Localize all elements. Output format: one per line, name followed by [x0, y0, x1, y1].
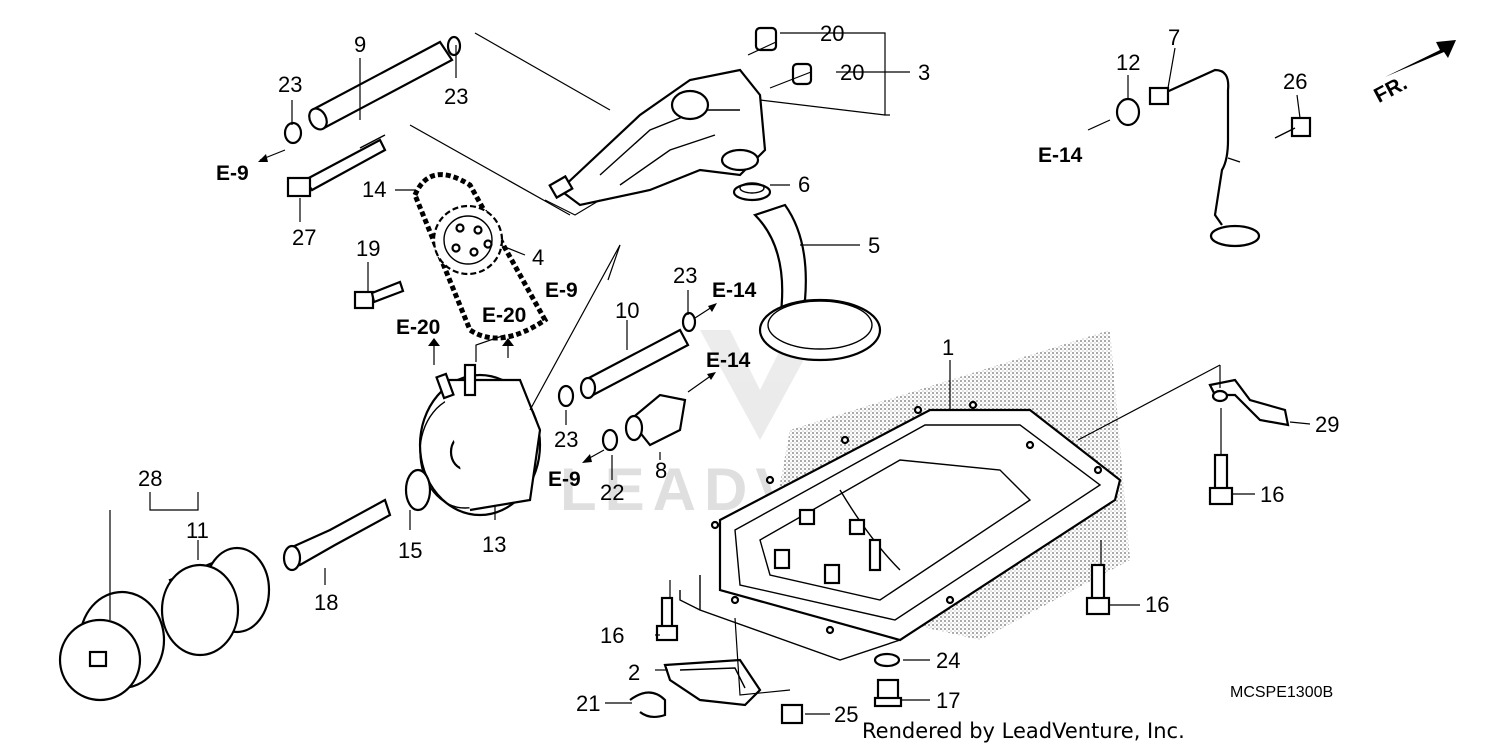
bolt-18	[282, 498, 392, 572]
bolt-16-right	[1208, 453, 1234, 506]
oil-pressure-switch	[601, 393, 687, 452]
oil-pipe-9	[283, 35, 462, 145]
callout-16-right: 16	[1260, 482, 1284, 507]
callout-7: 7	[1168, 25, 1180, 50]
callout-6: 6	[798, 172, 810, 197]
reference-labels: E-9 E-9 E-9 E-14 E-14 E-14 E-20 E-20	[216, 144, 1083, 491]
render-credit: Rendered by LeadVenture, Inc.	[862, 719, 1185, 743]
callout-1: 1	[942, 335, 954, 360]
oil-strainer	[752, 203, 882, 362]
callout-20-lower: 20	[840, 60, 864, 85]
callout-10: 10	[615, 298, 639, 323]
callout-2: 2	[628, 660, 640, 685]
reference-arrows	[258, 40, 1456, 463]
bracket-29	[1208, 378, 1290, 427]
ref-e9-low: E-9	[548, 468, 581, 491]
ref-e14-low: E-14	[706, 349, 751, 372]
ref-e9-mid: E-9	[545, 279, 578, 302]
oil-pan	[679, 330, 1130, 661]
ref-e20-left: E-20	[396, 316, 440, 339]
oil-cooler	[418, 363, 542, 517]
callout-20-top: 20	[820, 21, 844, 46]
callout-9: 9	[354, 32, 366, 57]
callout-16-left: 16	[600, 623, 624, 648]
ref-e14-mid: E-14	[712, 279, 757, 302]
callout-5: 5	[868, 233, 880, 258]
callout-23-left: 23	[278, 72, 302, 97]
bolt-16-lower	[1085, 563, 1111, 616]
front-direction-label: FR.	[1370, 72, 1411, 108]
callout-26: 26	[1283, 69, 1307, 94]
callout-13: 13	[482, 532, 506, 557]
bolt-27	[286, 134, 387, 198]
callout-8: 8	[655, 458, 667, 483]
callout-29: 29	[1315, 412, 1339, 437]
callout-labels: 1 2 3 4 5 6 7 8 9 10 11 12 13 14 15 16 1…	[138, 21, 1339, 727]
leader-lines	[109, 32, 1311, 715]
diagram-code: MCSPE1300B	[1230, 684, 1333, 701]
front-arrow-icon	[1385, 40, 1456, 77]
clip-21	[629, 691, 667, 719]
bolt-19	[353, 280, 405, 310]
callout-19: 19	[356, 236, 380, 261]
callout-17: 17	[936, 688, 960, 713]
ref-e14-right: E-14	[1038, 144, 1083, 167]
oil-pump	[548, 26, 813, 207]
callout-24: 24	[936, 648, 960, 673]
oil-filter	[160, 546, 271, 657]
bolt-25	[780, 703, 804, 725]
oil-seal	[732, 182, 772, 202]
callout-23-mid: 23	[673, 263, 697, 288]
bolt-16-left	[655, 596, 679, 642]
callout-16-lower: 16	[1145, 592, 1169, 617]
o-ring-15	[404, 468, 432, 512]
callout-23-low: 23	[554, 427, 578, 452]
bracket-2	[663, 658, 762, 707]
drain-bolt-17	[873, 678, 903, 708]
callout-23-top: 23	[444, 84, 468, 109]
callout-4: 4	[532, 245, 544, 270]
callout-18: 18	[314, 590, 338, 615]
oil-pipe-10	[557, 311, 697, 408]
callout-15: 15	[398, 538, 422, 563]
callout-22: 22	[600, 480, 624, 505]
ref-e20-right: E-20	[482, 304, 526, 327]
callout-21: 21	[576, 691, 600, 716]
callout-25: 25	[834, 702, 858, 727]
filter-wrench	[58, 590, 166, 702]
callout-3: 3	[918, 60, 930, 85]
washer-24	[873, 652, 901, 668]
callout-12: 12	[1116, 50, 1140, 75]
cam-chain-sprocket	[412, 172, 549, 341]
callout-11: 11	[186, 518, 209, 543]
ref-e9-left: E-9	[216, 162, 249, 185]
callout-14: 14	[362, 177, 386, 202]
callout-28: 28	[138, 466, 162, 491]
dipstick	[1115, 68, 1312, 248]
callout-27: 27	[292, 225, 316, 250]
